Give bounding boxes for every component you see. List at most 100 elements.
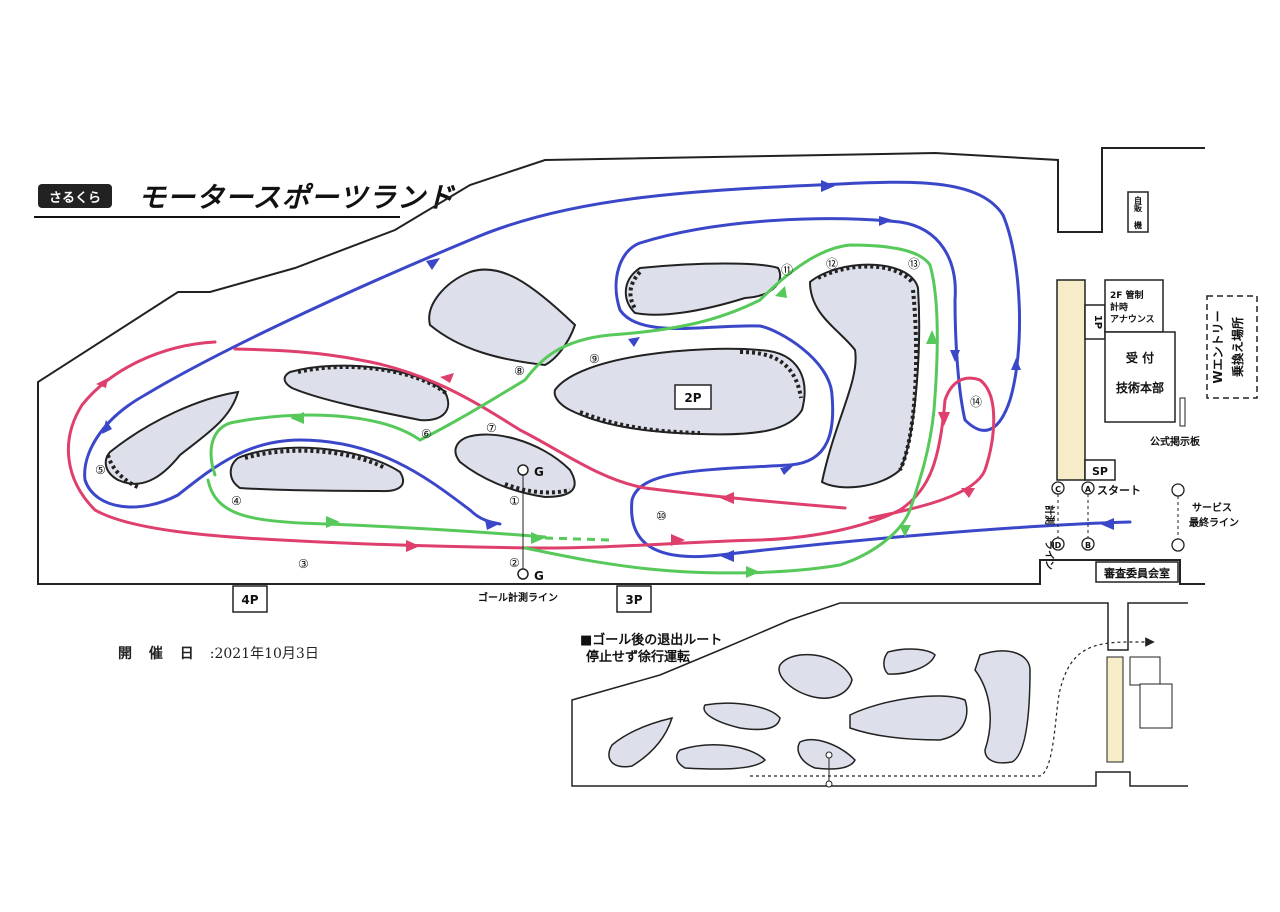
island-11: [624, 262, 782, 316]
w-entry-label-2: 乗換え場所: [1230, 317, 1245, 377]
marker-c: [1051, 481, 1065, 495]
start-label: スタート: [1097, 484, 1141, 497]
event-date: 開 催 日 :2021年10月3日: [118, 643, 319, 663]
reception-label: 受 付: [1126, 350, 1154, 365]
section-4: ④: [231, 494, 242, 508]
curb-hatching: [106, 264, 919, 495]
logo-brand-small: さるくら: [38, 184, 112, 208]
section-13: ⑬: [908, 257, 920, 271]
arrow-green-1: [326, 516, 340, 528]
arrow-green-2: [746, 566, 760, 578]
island-6: [283, 364, 450, 422]
section-6: ⑥: [421, 427, 432, 441]
arrow-green-7: [531, 532, 545, 544]
marker-a: [1081, 481, 1095, 495]
service-marker-top: [1171, 483, 1185, 497]
marker-d-label: D: [1055, 541, 1062, 550]
timing-label-1: 計測: [1043, 505, 1056, 525]
w-entry-label-1: Wエントリー: [1211, 310, 1225, 383]
vending-label-2: 機: [1134, 220, 1142, 230]
arrow-blue-8: [1011, 358, 1021, 370]
inset-boundary: [571, 602, 1188, 787]
arrow-pink-7: [440, 373, 454, 383]
section-1: ①: [509, 494, 520, 508]
island-8: [428, 268, 577, 367]
section-12: ⑫: [826, 257, 838, 271]
inset-building-1: [1129, 656, 1161, 686]
exit-route-title-block: ■ゴール後の退出ルート 停止せず徐行運転: [580, 632, 722, 666]
route-green-dashed: [544, 536, 611, 542]
route-blue: [83, 180, 1132, 558]
arrow-pink-3: [671, 534, 685, 546]
marker-b-label: B: [1085, 541, 1091, 550]
arrow-green-3: [926, 330, 938, 344]
parking-sp-label: SP: [1092, 465, 1108, 478]
arrow-green-6: [290, 412, 304, 424]
marker-d: [1051, 537, 1065, 551]
parking-4p-box: [232, 585, 268, 613]
arrow-blue-2: [426, 258, 440, 270]
section-9: ⑨: [589, 352, 600, 366]
arrow-pink-4: [938, 412, 950, 426]
parking-sp-box: [1084, 459, 1116, 481]
arrow-pink-1: [96, 378, 108, 388]
goal-marker-top: [517, 464, 529, 476]
arrow-blue-9: [1100, 518, 1114, 530]
section-14: ⑭: [970, 395, 982, 409]
venue-logo: さるくら モータースポーツランド: [34, 180, 454, 220]
timing-label-2: ライン: [1043, 540, 1055, 570]
goal-g-bottom: G: [534, 569, 544, 583]
parking-3p-label: 3P: [625, 593, 642, 607]
inset-pad: [1106, 656, 1124, 763]
arrow-blue-7: [950, 350, 960, 362]
venue-boundary: [37, 147, 1205, 585]
arrow-blue-11: [628, 337, 640, 347]
arrow-green-4: [899, 525, 911, 537]
arrow-blue-3: [102, 420, 112, 434]
arrow-pink-5: [961, 488, 975, 498]
logo-brand-main: モータースポーツランド: [138, 181, 456, 214]
section-numbers: ① ② ③ ④ ⑤ ⑥ ⑦ ⑧ ⑨ ⑩ ⑪ ⑫ ⑬ ⑭: [95, 257, 982, 571]
section-7: ⑦: [486, 421, 497, 435]
route-green: [206, 243, 939, 575]
marker-b: [1081, 537, 1095, 551]
service-marker-bottom: [1171, 538, 1185, 552]
section-8: ⑧: [514, 364, 525, 378]
tech-hq-label: 技術本部: [1116, 380, 1164, 395]
island-13: [808, 263, 921, 489]
route-pink: [66, 340, 996, 550]
section-2: ②: [509, 556, 520, 570]
event-date-label: 開 催 日: [118, 646, 200, 662]
arrow-blue-5: [780, 465, 794, 475]
notice-board-label: 公式掲示板: [1150, 435, 1201, 448]
control-tower-line1: 2F 管制: [1110, 289, 1144, 301]
inset-building-2: [1139, 683, 1173, 729]
reception-building: [1104, 331, 1176, 423]
parking-2p-label: 2P: [684, 391, 701, 405]
vending-box: [1127, 191, 1149, 233]
event-date-value: :2021年10月3日: [209, 646, 319, 662]
exit-route-title: ■ゴール後の退出ルート: [580, 633, 723, 648]
goal-g-top: G: [534, 465, 544, 479]
service-label-1: サービス: [1192, 501, 1232, 514]
pad-strip: [1056, 279, 1086, 481]
course-islands: [104, 262, 921, 499]
parking-1p-label: 1P: [1092, 315, 1103, 329]
marker-a-label: A: [1085, 485, 1092, 494]
section-5: ⑤: [95, 463, 106, 477]
arrow-pink-6: [720, 492, 734, 504]
service-label-2: 最終ライン: [1189, 516, 1239, 529]
control-tower-line3: アナウンス: [1110, 314, 1155, 325]
island-5: [104, 390, 240, 485]
section-3: ③: [298, 557, 309, 571]
notice-board-marker: [1179, 397, 1186, 427]
marker-c-label: C: [1055, 485, 1061, 494]
logo-underline: [34, 216, 400, 218]
exit-route-inset: [571, 602, 1188, 788]
control-tower: [1104, 279, 1164, 333]
control-tower-line2: 計時: [1110, 301, 1128, 313]
judges-room: [1095, 561, 1179, 583]
goal-timing-label: ゴール計測ライン: [478, 591, 558, 604]
judges-room-label: 審査委員会室: [1103, 566, 1170, 580]
